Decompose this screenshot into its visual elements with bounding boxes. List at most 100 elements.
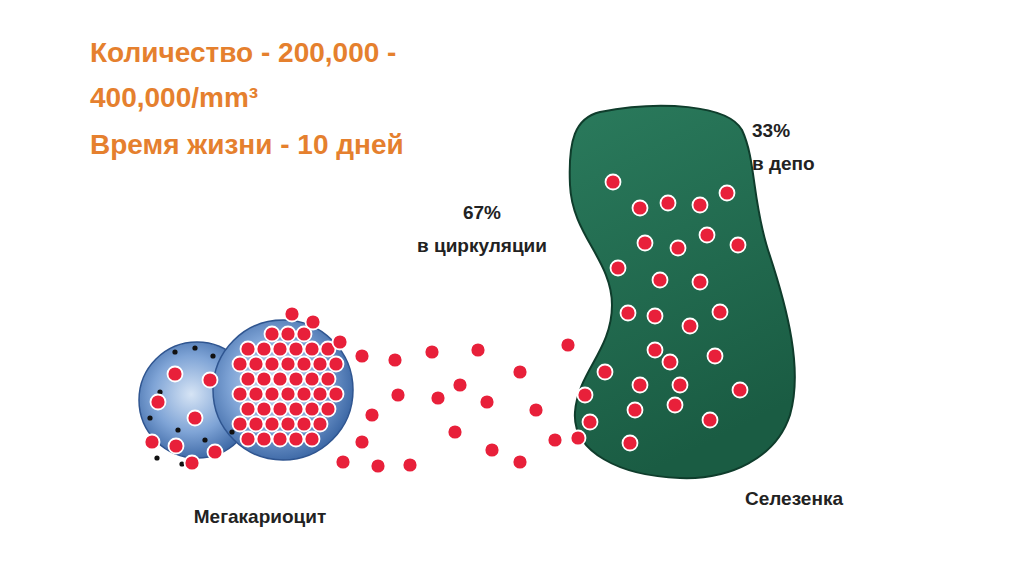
platelet-dot [257,342,272,357]
platelet-dot [285,307,300,322]
platelet-dot [471,343,486,358]
platelet-dot [621,306,636,321]
platelet-dot [305,372,320,387]
circulation-percent: 67% в циркуляции [382,196,582,262]
granule-dot [229,429,234,434]
granule-dot [192,345,197,350]
platelet-dot [233,417,248,432]
platelet-dot [273,372,288,387]
platelet-dot [653,273,668,288]
platelet-dot [249,387,264,402]
platelet-dot [313,387,328,402]
platelet-dot [289,372,304,387]
platelet-dot [648,343,663,358]
platelet-dot [281,387,296,402]
platelet-dot [273,432,288,447]
granule-dot [210,353,215,358]
platelet-dot [333,335,348,350]
platelet-dot [731,238,746,253]
platelet-dot [265,387,280,402]
platelet-dot [611,261,626,276]
platelet-dot [249,357,264,372]
cell-lobe [213,320,353,460]
platelet-dot [257,372,272,387]
platelet-dot [305,342,320,357]
platelet-dot [700,228,715,243]
platelet-dot [693,198,708,213]
platelet-dot [168,367,183,382]
platelet-dot [281,357,296,372]
platelet-dot [241,342,256,357]
platelet-dot [708,349,723,364]
platelet-dot [485,443,500,458]
platelet-dot [297,387,312,402]
megakaryocyte-cell: Мегакариоцит [115,300,405,540]
platelet-dot [391,388,406,403]
platelet-dot [453,378,468,393]
platelet-dot [145,435,160,450]
platelet-dot [329,387,344,402]
platelet-dot [633,201,648,216]
platelet-dot [513,455,528,470]
platelet-dot [693,275,708,290]
platelet-dot [321,402,336,417]
platelet-dot [720,186,735,201]
platelet-dot [273,402,288,417]
spleen-organ: Селезенка [560,95,880,520]
platelet-dot [583,415,598,430]
platelet-dot [281,327,296,342]
granule-dot [175,427,180,432]
platelet-dot [668,398,683,413]
platelet-dot [529,403,544,418]
platelet-dot [480,395,495,410]
platelet-dot [249,417,264,432]
platelet-dot [297,357,312,372]
platelet-dot [265,357,280,372]
platelet-dot [663,355,678,370]
platelet-dot [571,431,586,446]
platelet-dot [151,395,166,410]
platelet-dot [281,417,296,432]
platelet-dot [578,388,593,403]
platelet-dot [289,342,304,357]
platelet-dot [273,342,288,357]
platelet-dot [606,175,621,190]
platelet-dot [365,408,380,423]
platelet-dot [313,417,328,432]
platelet-dot [561,338,576,353]
platelet-dot [203,373,218,388]
platelet-dot [638,236,653,251]
platelet-dot [208,445,223,460]
platelet-dot [548,433,563,448]
platelet-dot [289,402,304,417]
count-text: Количество - 200,000 - 400,000/mm³ [90,30,550,120]
platelet-dot [297,327,312,342]
platelet-dot [448,425,463,440]
granule-dot [154,455,159,460]
spleen-outline [560,95,880,520]
platelet-dot [265,417,280,432]
platelet-dot [431,391,446,406]
platelet-dot [633,378,648,393]
depot-percent: 33% в депо [752,114,872,180]
platelet-dot [703,413,718,428]
platelet-dot [233,357,248,372]
platelet-dot [241,402,256,417]
platelet-dot [683,319,698,334]
granule-dot [147,415,152,420]
platelet-dot [305,402,320,417]
platelet-dot [241,432,256,447]
platelet-dot [388,353,403,368]
granule-dot [157,389,162,394]
platelet-dot [257,402,272,417]
platelet-dot [321,372,336,387]
platelet-dot [648,309,663,324]
granule-dot [179,461,184,466]
platelet-dot [513,365,528,380]
platelet-dot [425,345,440,360]
platelet-dot [371,459,386,474]
platelet-dot [305,432,320,447]
platelet-dot [313,357,328,372]
platelet-dot [673,378,688,393]
